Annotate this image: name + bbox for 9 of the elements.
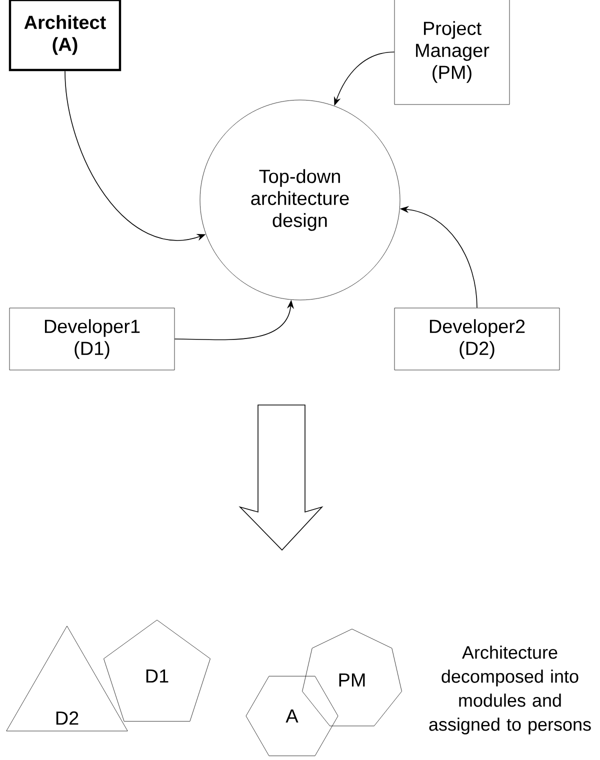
heptagon-module: PM — [302, 628, 402, 726]
triangle-module: D2 — [6, 626, 128, 732]
role-box: Developer2 (D2) — [394, 308, 560, 370]
role-box: Project Manager (PM) — [394, 0, 510, 105]
role-box: Developer1 (D1) — [9, 308, 175, 370]
pentagon-module: D1 — [104, 620, 210, 722]
role-box: Architect (A) — [8, 0, 122, 72]
caption-text: Architecture decomposed into modules and assigned to persons — [429, 646, 591, 734]
hexagon-module: A — [246, 676, 338, 756]
